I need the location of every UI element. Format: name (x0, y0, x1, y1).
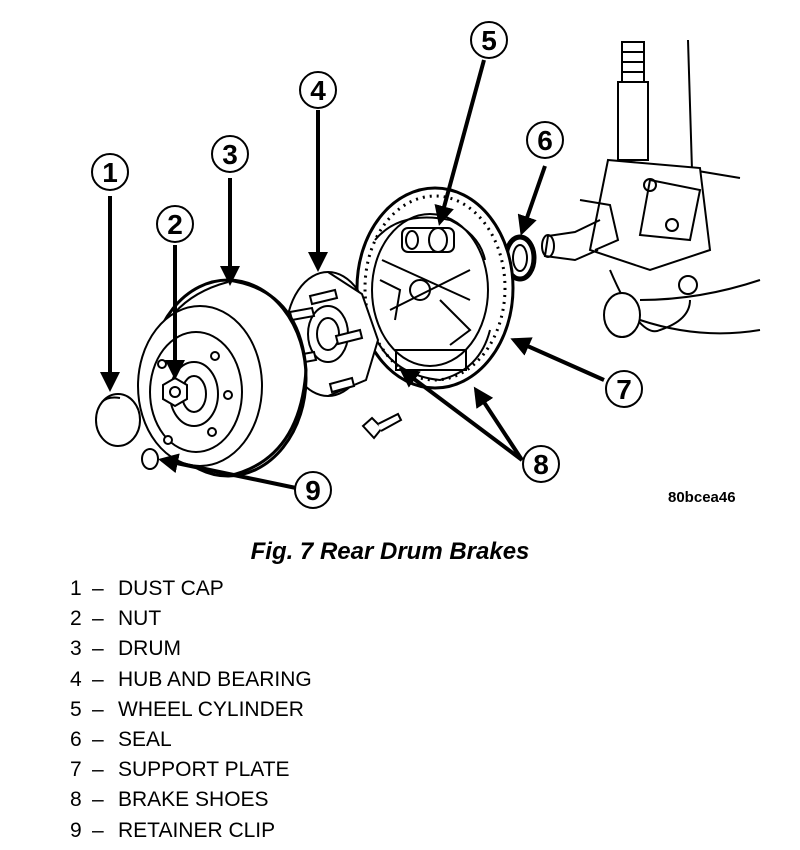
callout-6: 6 (526, 121, 564, 159)
callout-2: 2 (156, 205, 194, 243)
exploded-brake-diagram: 1 2 3 4 5 6 7 8 9 (91, 21, 761, 509)
figure-caption: Fig. 7 Rear Drum Brakes (250, 538, 530, 565)
legend-label: RETAINER CLIP (118, 818, 276, 842)
legend-number: 7 (70, 758, 82, 782)
legend-dash: – (92, 818, 104, 842)
figure-code: 80bcea46 (668, 489, 736, 506)
callout-leaders (100, 59, 605, 490)
support-plate-illustration (355, 186, 515, 390)
leader-8a (398, 367, 524, 462)
legend-dash: – (92, 697, 104, 721)
steering-knuckle-illustration (541, 39, 761, 338)
legend-dash: – (92, 788, 104, 812)
legend-label: SUPPORT PLATE (118, 758, 290, 782)
leader-9 (158, 453, 297, 490)
legend-dash: – (92, 758, 104, 782)
legend-number: 2 (70, 607, 82, 631)
legend-dash: – (92, 637, 104, 661)
legend-label: WHEEL CYLINDER (118, 697, 304, 721)
legend-item: 3–DRUM (70, 634, 312, 664)
mounting-bolt-illustration (361, 412, 403, 440)
legend-item: 5–WHEEL CYLINDER (70, 695, 312, 725)
legend-item: 7–SUPPORT PLATE (70, 755, 312, 785)
legend-label: BRAKE SHOES (118, 788, 269, 812)
legend-item: 4–HUB AND BEARING (70, 665, 312, 695)
callout-1: 1 (91, 153, 129, 191)
legend-number: 8 (70, 788, 82, 812)
leader-7 (510, 337, 605, 382)
legend-dash: – (92, 607, 104, 631)
callout-3: 3 (211, 135, 249, 173)
leader-6 (517, 165, 547, 236)
svg-text:9: 9 (305, 475, 321, 506)
legend-number: 3 (70, 637, 82, 661)
legend-item: 1–DUST CAP (70, 574, 312, 604)
legend-number: 5 (70, 697, 82, 721)
svg-text:3: 3 (222, 139, 238, 170)
callout-9: 9 (294, 471, 332, 509)
legend-number: 6 (70, 727, 82, 751)
parts-legend: 1–DUST CAP 2–NUT 3–DRUM 4–HUB AND BEARIN… (70, 574, 312, 846)
svg-text:2: 2 (167, 209, 183, 240)
nut-illustration (162, 376, 188, 408)
svg-text:4: 4 (310, 75, 326, 106)
legend-dash: – (92, 577, 104, 600)
legend-label: DRUM (118, 637, 181, 661)
legend-item: 2–NUT (70, 604, 312, 634)
svg-text:5: 5 (481, 25, 497, 56)
drum-illustration (137, 278, 308, 478)
callout-7: 7 (605, 370, 643, 408)
legend-dash: – (92, 727, 104, 751)
callout-8: 8 (522, 445, 560, 483)
legend-number: 4 (70, 667, 82, 691)
retainer-clip-illustration (141, 448, 159, 470)
legend-label: DUST CAP (118, 577, 224, 600)
legend-item: 9–RETAINER CLIP (70, 816, 312, 846)
leader-8b (473, 386, 524, 462)
legend-number: 9 (70, 818, 82, 842)
legend-item: 8–BRAKE SHOES (70, 785, 312, 815)
legend-label: NUT (118, 607, 162, 631)
hub-bearing-illustration (285, 271, 380, 397)
legend-label: HUB AND BEARING (118, 667, 312, 691)
legend-item: 6–SEAL (70, 725, 312, 755)
legend-number: 1 (70, 577, 82, 600)
legend-dash: – (92, 667, 104, 691)
svg-text:6: 6 (537, 125, 553, 156)
svg-text:8: 8 (533, 449, 549, 480)
svg-text:1: 1 (102, 157, 118, 188)
svg-text:7: 7 (616, 374, 632, 405)
leader-5 (434, 59, 486, 226)
legend-label: SEAL (118, 727, 172, 751)
callout-4: 4 (299, 71, 337, 109)
dust-cap-illustration (95, 393, 141, 447)
callout-5: 5 (470, 21, 508, 59)
